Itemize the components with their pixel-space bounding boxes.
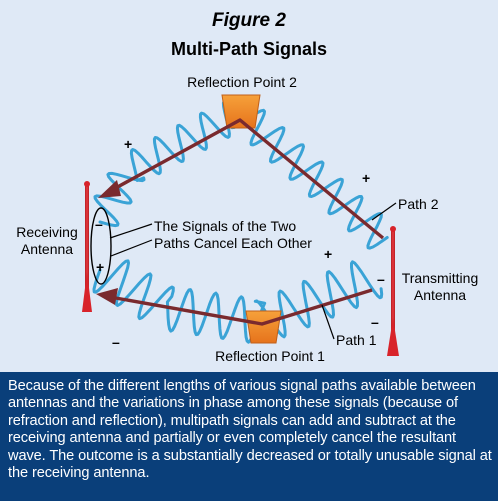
plus-sign: + — [362, 170, 370, 186]
receiving-antenna-icon — [82, 181, 92, 312]
plus-sign: + — [324, 246, 332, 262]
transmitting-antenna-label-line1: Transmitting — [402, 270, 479, 286]
plus-sign: + — [124, 136, 132, 152]
multipath-diagram: Figure 2 Multi-Path Signals — [16, 10, 479, 364]
figure-title: Multi-Path Signals — [171, 39, 327, 59]
cancellation-ellipse — [90, 207, 112, 285]
path-1-arrowhead — [96, 288, 118, 305]
reflection-point-1-label: Reflection Point 1 — [215, 348, 325, 364]
reflector-top — [221, 94, 261, 129]
figure-label: Figure 2 — [212, 10, 286, 31]
plus-sign: + — [96, 259, 104, 275]
reflector-bottom — [245, 310, 282, 344]
path-2-arrow — [111, 118, 385, 240]
caption: Because of the different lengths of vari… — [0, 372, 498, 501]
transmitting-antenna-label-line2: Antenna — [414, 287, 466, 303]
cancel-pointer-upper — [109, 223, 153, 239]
path-1-arrow — [109, 288, 373, 326]
signal-wave-lower — [92, 259, 384, 344]
cancel-pointer-lower — [110, 239, 153, 257]
minus-sign: – — [95, 216, 103, 232]
minus-sign: – — [371, 314, 379, 330]
minus-sign: – — [112, 334, 120, 350]
minus-sign: – — [377, 271, 385, 287]
path-2-label: Path 2 — [398, 196, 439, 212]
cancel-note-line1: The Signals of the Two — [154, 218, 296, 234]
reflection-point-2-label: Reflection Point 2 — [187, 74, 297, 90]
path-2-pointer — [371, 202, 397, 221]
receiving-antenna-label-line2: Antenna — [21, 241, 73, 257]
path-2-arrowhead — [98, 180, 121, 198]
path-1-label: Path 1 — [336, 332, 377, 348]
receiving-antenna-label-line1: Receiving — [16, 224, 77, 240]
path-1-pointer — [321, 304, 335, 340]
cancel-note-line2: Paths Cancel Each Other — [154, 235, 312, 251]
transmitting-antenna-icon — [387, 226, 399, 356]
